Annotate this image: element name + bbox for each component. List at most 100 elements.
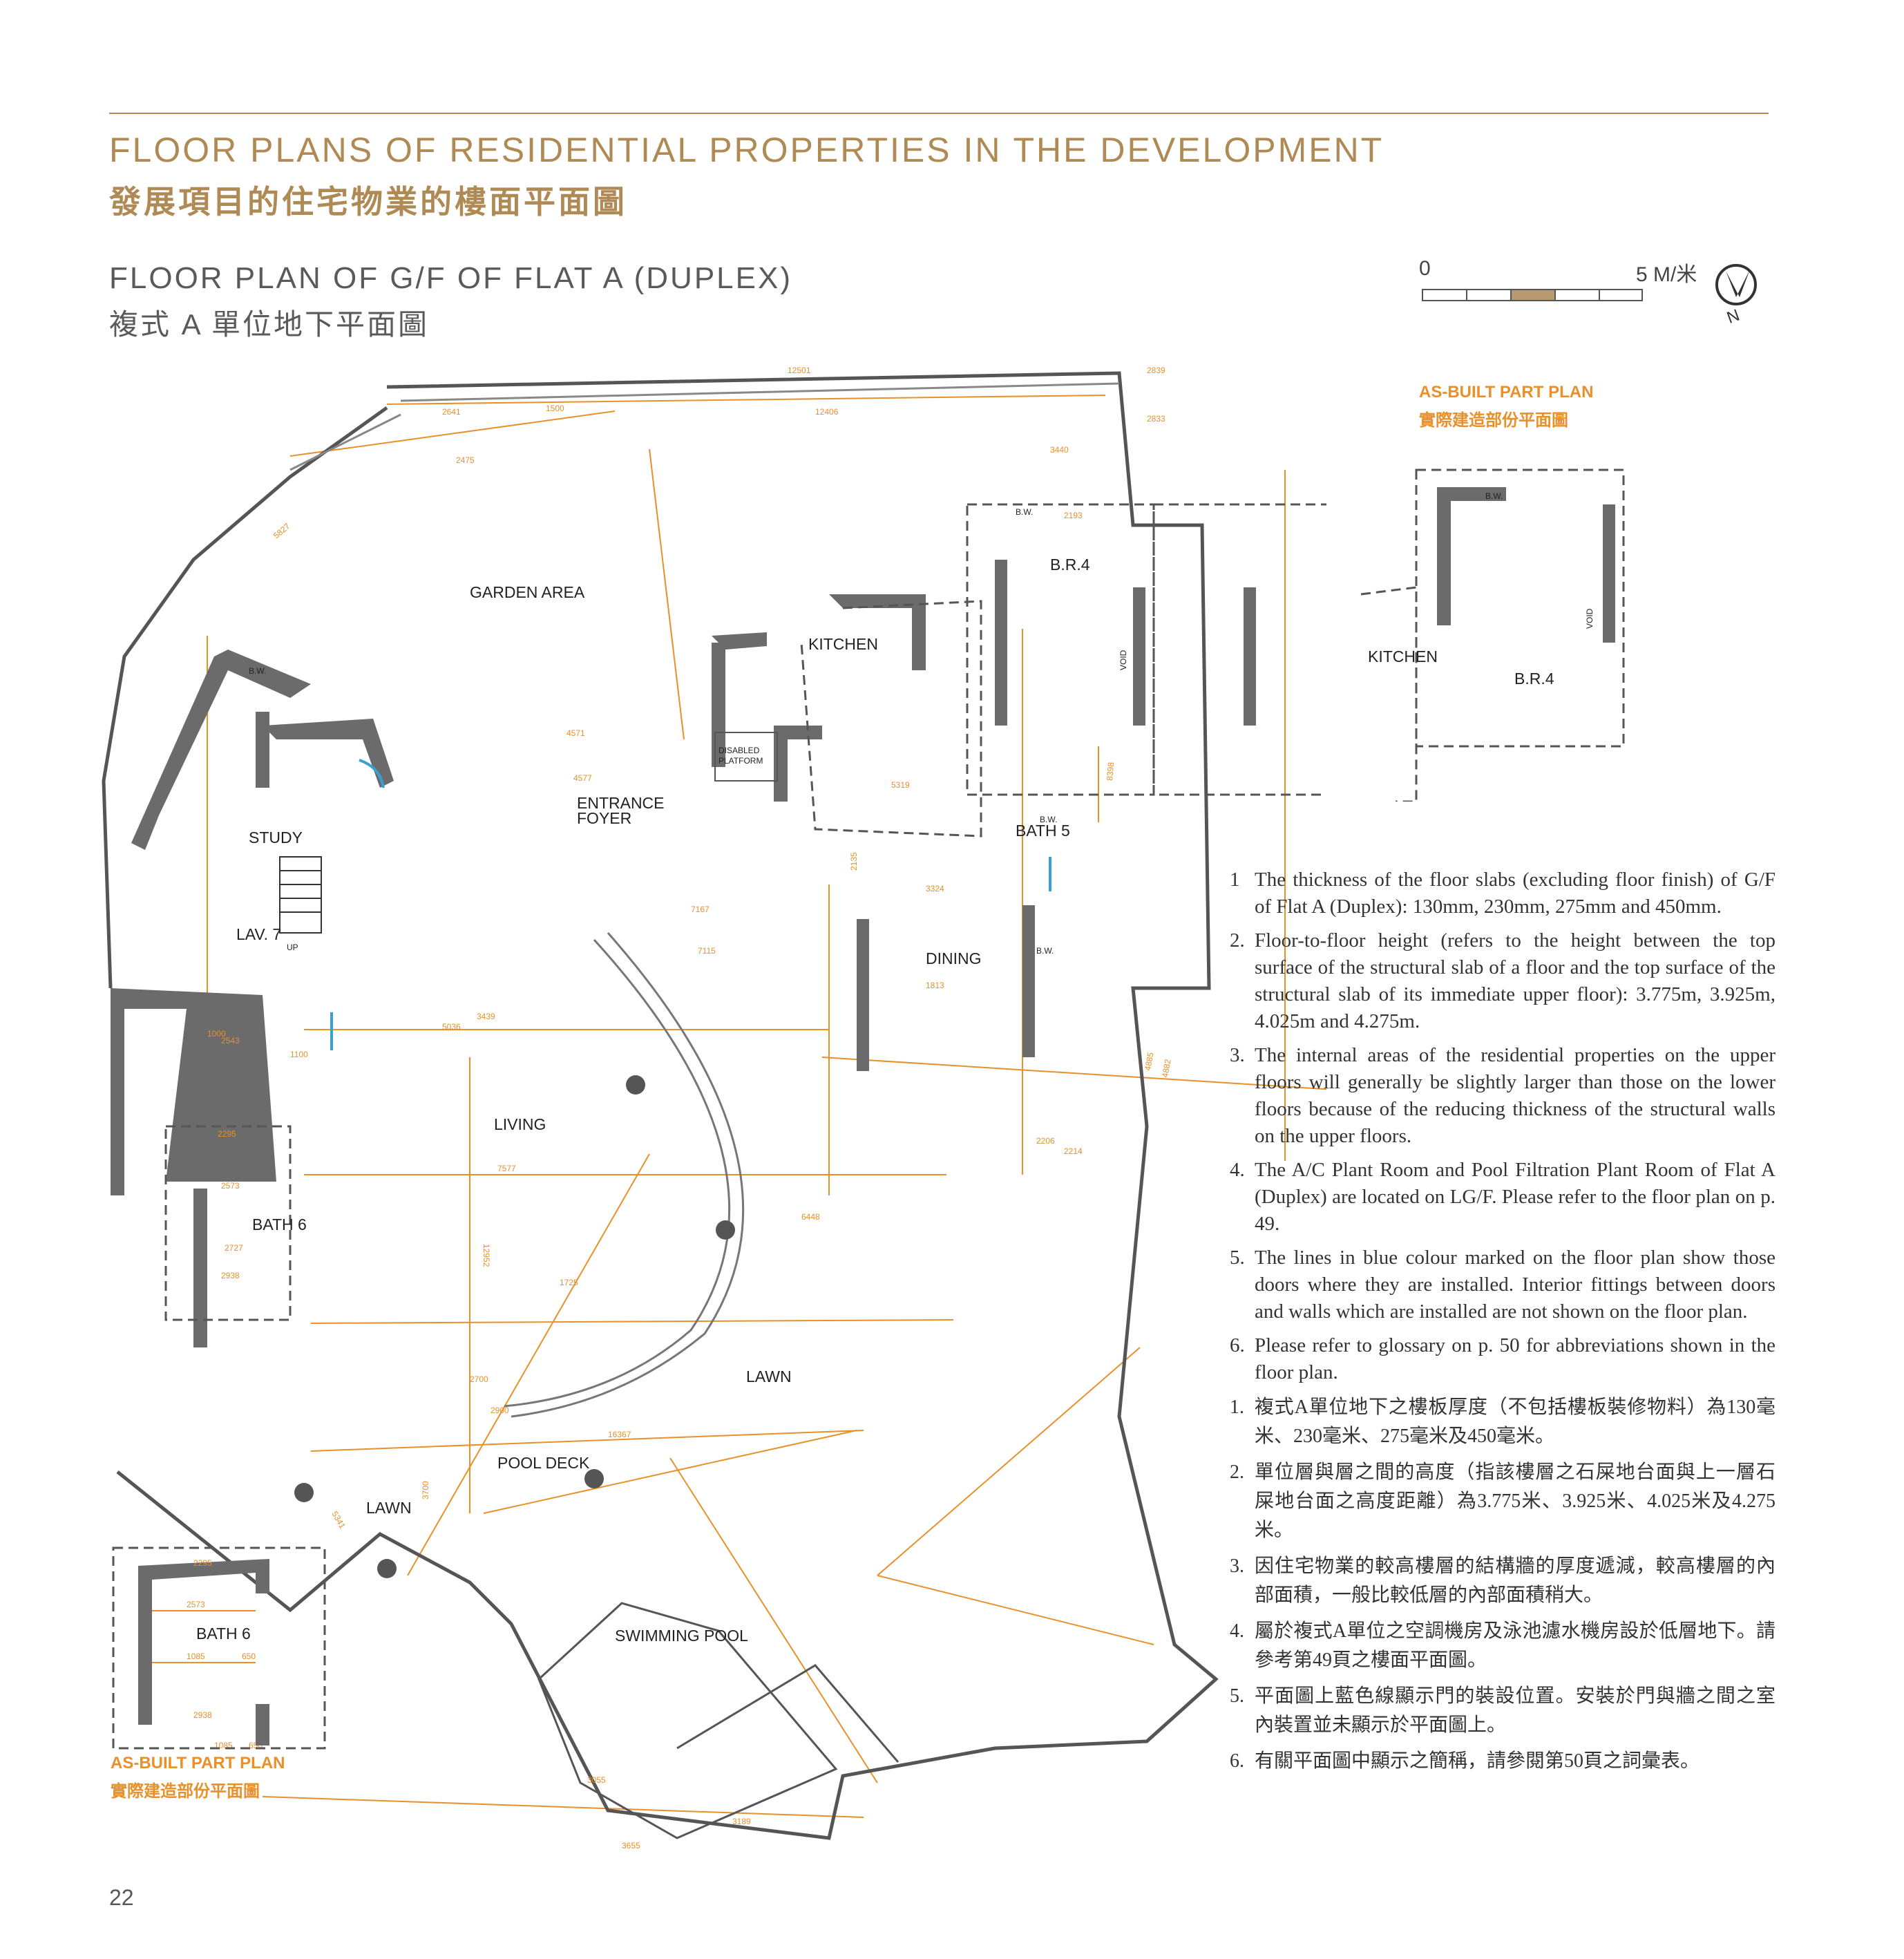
asbuilt-boundaries — [164, 503, 1326, 1321]
svg-text:B.W.: B.W. — [1040, 815, 1057, 824]
exterior-outline — [102, 371, 1219, 1840]
asbuilt-part-plan-right: KITCHEN B.R.4 B.W. VOID — [1360, 469, 1625, 802]
svg-text:5827: 5827 — [272, 521, 292, 540]
svg-text:2900: 2900 — [491, 1406, 509, 1415]
svg-text:4577: 4577 — [573, 773, 592, 783]
svg-text:1100: 1100 — [290, 1050, 308, 1059]
svg-text:POOL DECK: POOL DECK — [497, 1454, 590, 1472]
dimension-labels: 12501 12406 2641 1500 2475 5827 2839 283… — [207, 366, 1173, 1851]
svg-text:LIVING: LIVING — [494, 1115, 546, 1133]
svg-text:12406: 12406 — [815, 407, 839, 417]
asbuilt-label-right-chinese: 實際建造部份平面圖 — [1419, 411, 1568, 430]
svg-text:2543: 2543 — [221, 1036, 240, 1045]
svg-text:DISABLED: DISABLED — [718, 746, 760, 755]
plan-title: FLOOR PLAN OF G/F OF FLAT A (DUPLEX) — [109, 261, 792, 295]
note-zh-1: 1.複式A單位地下之樓板厚度（不包括樓板裝修物料）為130毫米、230毫米、27… — [1230, 1397, 1776, 1447]
svg-text:PLATFORM: PLATFORM — [718, 756, 763, 766]
svg-text:2727: 2727 — [225, 1243, 243, 1253]
asbuilt-part-plan-bottom: 2295 2573 1085 650 2938 BATH 6 — [112, 1546, 326, 1750]
note-zh-4: 4.屬於複式A單位之空調機房及泳池濾水機房設於低層地下。請參考第49頁之樓面平面… — [1230, 1620, 1776, 1671]
svg-text:2206: 2206 — [1036, 1136, 1055, 1146]
note-en-5: 5.The lines in blue colour marked on the… — [1230, 1247, 1776, 1323]
svg-text:3655: 3655 — [622, 1841, 640, 1851]
note-en-6: 6.Please refer to glossary on p. 50 for … — [1230, 1334, 1776, 1383]
page-number: 22 — [109, 1885, 134, 1910]
svg-text:2700: 2700 — [470, 1374, 488, 1384]
room-labels: GARDEN AREA KITCHEN B.R.4 STUDY ENTRANCE… — [236, 507, 1128, 1645]
asbuilt-label-bottom: AS-BUILT PART PLAN — [111, 1754, 285, 1772]
note-zh-2: 2.單位層與層之間的高度（指該樓層之石屎地台面與上一層石屎地台面之高度距離）為3… — [1230, 1461, 1776, 1541]
svg-text:12952: 12952 — [482, 1244, 491, 1267]
svg-text:GARDEN AREA: GARDEN AREA — [470, 583, 585, 601]
svg-text:2193: 2193 — [1064, 511, 1083, 520]
svg-text:16367: 16367 — [608, 1430, 631, 1439]
svg-text:B.W.: B.W. — [1016, 507, 1033, 517]
disabled-platform-box — [714, 732, 778, 782]
svg-text:3439: 3439 — [477, 1012, 495, 1021]
structural-walls — [111, 560, 1256, 1347]
svg-text:ENTRANCE: ENTRANCE — [577, 794, 665, 812]
page-title: FLOOR PLANS OF RESIDENTIAL PROPERTIES IN… — [109, 131, 1384, 169]
svg-text:B.R.4: B.R.4 — [1514, 670, 1554, 688]
svg-text:6448: 6448 — [801, 1212, 820, 1222]
svg-text:VOID: VOID — [1118, 650, 1128, 670]
dimension-lines — [207, 372, 1326, 1818]
svg-text:2938: 2938 — [221, 1271, 240, 1280]
doors — [330, 759, 1051, 1050]
svg-text:4885: 4885 — [1143, 1051, 1155, 1071]
note-zh-5: 5.平面圖上藍色線顯示門的裝設位置。安裝於門與牆之間之室內裝置並未顯示於平面圖上… — [1230, 1685, 1776, 1736]
svg-text:3324: 3324 — [926, 884, 944, 893]
svg-text:BATH 6: BATH 6 — [196, 1625, 251, 1643]
svg-text:5341: 5341 — [330, 1510, 348, 1531]
north-label: N — [1724, 306, 1742, 325]
svg-text:4882: 4882 — [1160, 1058, 1172, 1078]
svg-text:3700: 3700 — [421, 1481, 430, 1499]
svg-text:KITCHEN: KITCHEN — [808, 635, 878, 653]
svg-text:1000: 1000 — [207, 1029, 226, 1039]
svg-text:2938: 2938 — [193, 1710, 212, 1720]
columns — [294, 1075, 735, 1578]
scale-end-label: 5 M/米 — [1636, 263, 1697, 286]
scale-bar — [1422, 289, 1643, 301]
svg-text:2839: 2839 — [1147, 366, 1165, 375]
note-en-2: 2.Floor-to-floor height (refers to the h… — [1230, 929, 1776, 1032]
svg-text:B.W.: B.W. — [1485, 491, 1503, 501]
svg-text:1085: 1085 — [187, 1652, 205, 1661]
svg-text:B.W.: B.W. — [1036, 946, 1054, 956]
garden-fence — [289, 382, 1120, 471]
stair — [279, 856, 322, 934]
header-rule — [109, 113, 1769, 114]
svg-text:2573: 2573 — [221, 1181, 240, 1191]
svg-text:2214: 2214 — [1064, 1146, 1083, 1156]
svg-text:SWIMMING POOL: SWIMMING POOL — [615, 1627, 748, 1645]
svg-text:1813: 1813 — [926, 981, 944, 990]
scale-start-label: 0 — [1419, 257, 1431, 280]
svg-text:2573: 2573 — [187, 1600, 205, 1609]
svg-text:5319: 5319 — [891, 780, 910, 790]
asbuilt-label-right: AS-BUILT PART PLAN — [1419, 383, 1594, 401]
svg-text:STUDY: STUDY — [249, 829, 303, 846]
svg-text:VOID: VOID — [1585, 608, 1594, 629]
svg-text:B.W.: B.W. — [249, 666, 266, 676]
svg-text:BATH 6: BATH 6 — [252, 1215, 307, 1233]
svg-text:4571: 4571 — [567, 728, 585, 738]
svg-text:LAWN: LAWN — [746, 1367, 792, 1385]
svg-text:2135: 2135 — [849, 852, 859, 871]
svg-text:KITCHEN: KITCHEN — [1368, 647, 1438, 665]
north-arrow-icon: N — [1715, 264, 1757, 325]
svg-text:LAWN: LAWN — [366, 1499, 412, 1517]
svg-text:2475: 2475 — [456, 455, 475, 465]
note-zh-6: 6.有關平面圖中顯示之簡稱，請參閱第50頁之詞彙表。 — [1230, 1750, 1700, 1772]
svg-text:12501: 12501 — [788, 366, 811, 375]
svg-text:LAV. 7: LAV. 7 — [236, 925, 281, 943]
svg-text:BATH 5: BATH 5 — [1016, 822, 1070, 840]
living-curve — [504, 932, 745, 1418]
svg-text:3189: 3189 — [732, 1817, 751, 1826]
note-en-4: 4.The A/C Plant Room and Pool Filtration… — [1230, 1159, 1776, 1235]
svg-text:2295: 2295 — [218, 1129, 236, 1139]
svg-text:DINING: DINING — [926, 949, 982, 967]
svg-text:8398: 8398 — [1105, 761, 1116, 781]
plan-title-chinese: 複式 A 單位地下平面圖 — [109, 308, 430, 341]
svg-text:7115: 7115 — [698, 946, 716, 956]
